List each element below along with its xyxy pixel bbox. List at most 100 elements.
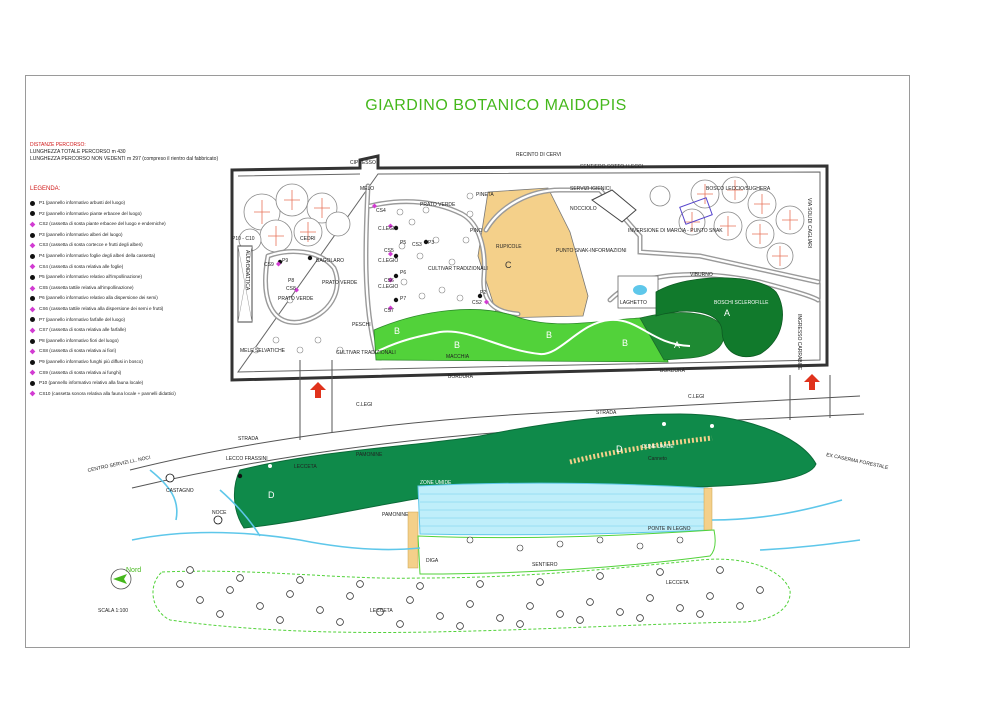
- legend-title: LEGENDA:: [30, 186, 61, 192]
- legend-item: CS2 (cassetta di sosta piante erbacee de…: [29, 219, 176, 230]
- legend-item-text: P3 (pannello informativo alberi del luog…: [39, 231, 123, 237]
- legend-item-text: CS7 (cassetta di sosta relativa alle far…: [39, 327, 127, 333]
- lecceta-tree: [596, 572, 604, 580]
- label-noce: NOCE: [212, 510, 227, 516]
- label-cultivar-trad: CULTIVAR TRADIZIONALI: [428, 266, 488, 272]
- legend-item: CS4 (cassetta di sosta relativa alle fog…: [29, 262, 176, 273]
- label-scala: SCALA 1:100: [98, 608, 128, 614]
- label-castagno: CASTAGNO: [166, 488, 194, 494]
- bosco-enclosure: [679, 197, 713, 225]
- label-p7: P7: [400, 296, 406, 302]
- legend-item-text: P5 (pannello informativo relativo all'im…: [39, 274, 143, 280]
- label-c-legi-left: C.LEGI: [356, 402, 372, 408]
- lecceta-tree: [466, 600, 474, 608]
- rivers: [131, 469, 861, 551]
- servizi-building: [591, 189, 637, 223]
- lecceta-tree: [676, 604, 684, 612]
- legend-item-text: CS9 (cassetta di sosta relativa ai fungh…: [39, 369, 122, 375]
- label-prato-verde-small: PRATO VERDE: [278, 296, 314, 302]
- lecceta-tree: [276, 616, 284, 624]
- label-p8: P8: [288, 278, 294, 284]
- label-cs7: CS7: [384, 308, 394, 314]
- label-zone-b4: B: [622, 338, 628, 348]
- label-p3: P3: [428, 240, 434, 246]
- label-bagolaro: BAGOLARO: [316, 258, 344, 264]
- label-canneto: Canneto: [648, 456, 667, 462]
- legend-item-text: P9 (pannello informativo funghi più diff…: [39, 358, 143, 364]
- rest-boxes: [276, 203, 489, 311]
- cultivar-trees: [252, 192, 474, 354]
- label-melo: MELO: [360, 186, 374, 192]
- label-aula: AULA DIDATTICA: [244, 250, 250, 291]
- label-via: VIA SOLIDI CAGLIARI: [806, 198, 812, 248]
- label-inversione: INVERSIONE DI MARCIA - PUNTO SNAK: [628, 228, 723, 234]
- label-punto-snak-info: PUNTO SNAK-INFORMAZIONI: [556, 248, 626, 254]
- legend-item-text: CS2 (cassetta di sosta piante erbacee de…: [39, 221, 166, 227]
- label-boschi-sclerofille: BOSCHI SCLEROFILLE: [714, 300, 769, 306]
- label-cs2: CS2: [472, 300, 482, 306]
- panel-marker-icon: [30, 253, 35, 259]
- lecceta-tree: [186, 566, 194, 574]
- label-zone-b3: B: [546, 330, 552, 340]
- label-lecceta-bottom: LECCETA: [370, 608, 393, 614]
- distances-heading: DISTANZE PERCORSO:: [30, 142, 86, 148]
- laghetto-water: [633, 285, 647, 295]
- panel-marker-icon: [30, 211, 35, 217]
- legend-item-text: P4 (pannello informativo foglie degli al…: [39, 252, 156, 258]
- panel-marker-icon: [30, 296, 35, 302]
- label-lecceta-mid: LECCETA: [666, 580, 689, 586]
- legend-item-text: P10 (pannello informativo relativo alla …: [39, 380, 144, 386]
- legend-item: CS3 (cassetta di sosta cortecce e frutti…: [29, 240, 176, 251]
- label-servizi: SERVIZI IGIENICI: [570, 186, 611, 192]
- label-cs8: CS8: [286, 286, 296, 292]
- label-cipresso: CIPRESSO: [350, 160, 376, 166]
- label-c-leccio-2: C.LEGIO: [378, 258, 398, 264]
- label-p2: P2: [480, 290, 486, 296]
- rupicole-zone: [477, 187, 589, 319]
- label-lecco-frassini: LECCO FRASSINI: [226, 456, 268, 462]
- panel-marker-icon: [30, 274, 35, 280]
- north-compass: [110, 568, 132, 590]
- label-pamonine2: PAMONINE: [382, 512, 409, 518]
- lecceta-tree: [476, 580, 484, 588]
- label-laghetto: LAGHETTO: [620, 300, 647, 306]
- label-cedri: CEDRI: [300, 236, 316, 242]
- label-cs4: CS4: [376, 208, 386, 214]
- label-carrabile: INGRESSO CARRABILE: [796, 314, 802, 371]
- zone-d: [234, 413, 817, 529]
- distance-non-vedenti: LUNGHEZZA PERCORSO NON VEDENTI m 297 (co…: [30, 156, 219, 162]
- lecceta-tree: [576, 616, 584, 624]
- label-zone-a2: A: [674, 340, 680, 350]
- distance-total: LUNGHEZZA TOTALE PERCORSO m 430: [30, 149, 126, 155]
- legend-item: CS9 (cassetta di sosta relativa ai fungh…: [29, 368, 176, 379]
- lecceta-tree: [196, 596, 204, 604]
- sentiero-strip: [417, 529, 716, 575]
- legend-item-text: CS3 (cassetta di sosta cortecce e frutti…: [39, 242, 143, 248]
- lecceta-tree: [296, 576, 304, 584]
- label-ponte: PONTE IN LEGNO: [648, 526, 691, 532]
- lecceta-tree: [756, 586, 764, 594]
- zone-letters: C A A B B B B D D: [268, 260, 730, 500]
- label-cultivar-left: CULTIVAR TRADIZIONALI: [336, 350, 396, 356]
- label-zone-d2: D: [616, 444, 623, 454]
- lecceta-tree: [706, 592, 714, 600]
- lecceta-tree: [586, 598, 594, 606]
- label-bordura2: BORDURA: [660, 368, 686, 374]
- lecceta-trees: [176, 566, 764, 630]
- label-cs5: CS5: [384, 248, 394, 254]
- label-sentiero-lecci: SENTIERO SOTTO I LECCI: [580, 164, 643, 170]
- panel-marker-icon: [30, 200, 35, 206]
- legend-item: P3 (pannello informativo alberi del luog…: [30, 230, 176, 241]
- label-centro: CENTRO SERVIZI LL. NOCI: [87, 455, 151, 474]
- label-pino: PINO: [470, 228, 482, 234]
- water-hatch: [420, 493, 708, 527]
- panel-marker-icon: [30, 380, 35, 386]
- label-c-legi-right: C.LEGI: [688, 394, 704, 400]
- lecceta-tree: [496, 614, 504, 622]
- lecceta-tree: [526, 602, 534, 610]
- legend-item: CS5 (cassetta tattile relativa all'impol…: [29, 283, 176, 294]
- legend-item-text: P8 (pannello informativo fiori del luogo…: [39, 337, 119, 343]
- lecceta-tree: [256, 602, 264, 610]
- lecceta-tree: [716, 566, 724, 574]
